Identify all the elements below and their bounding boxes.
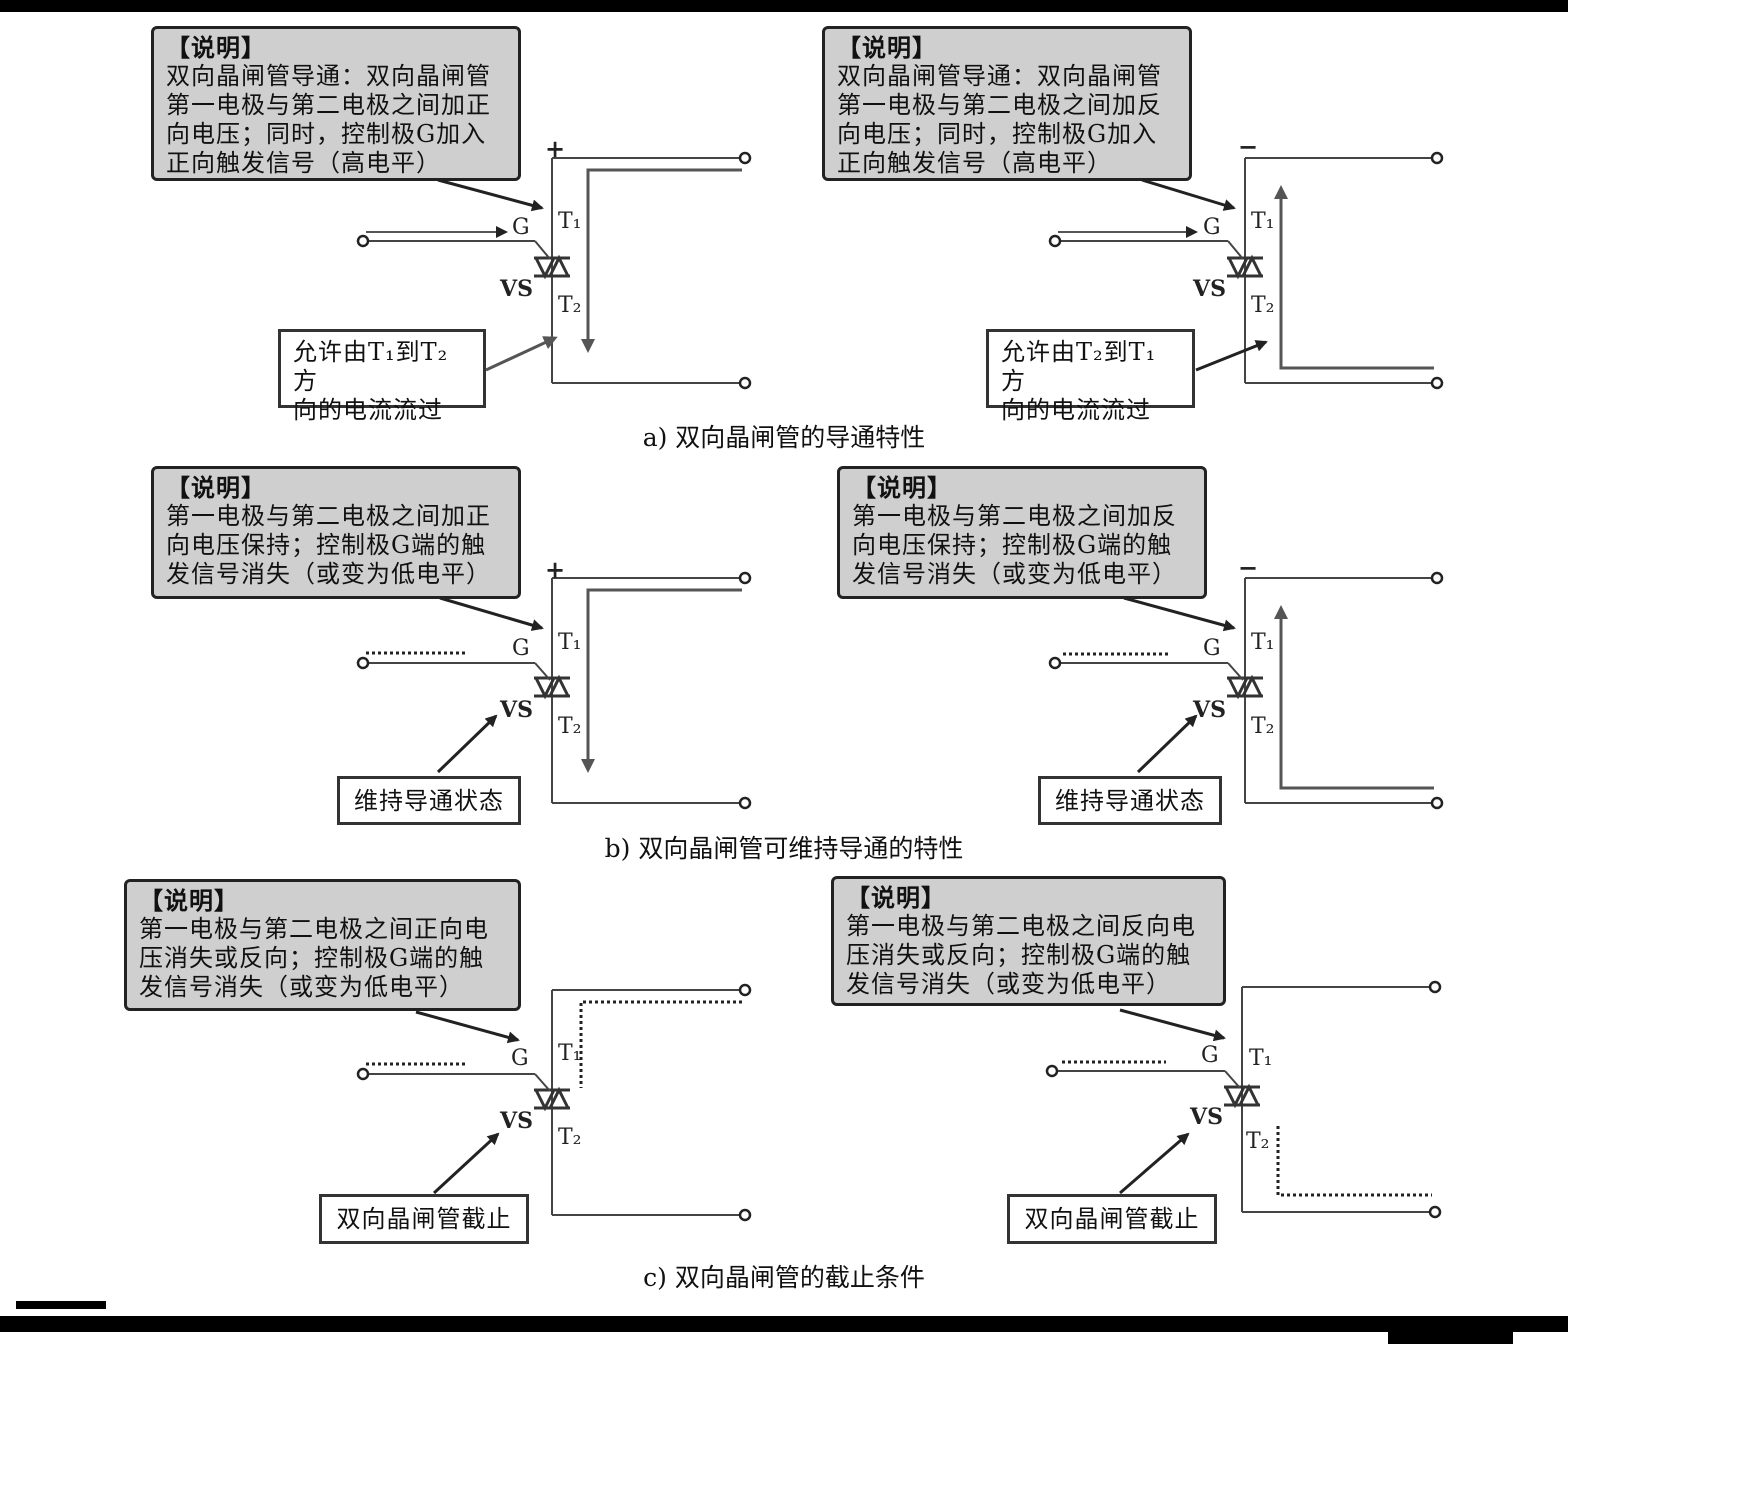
device-label: VS [1189,1104,1223,1130]
callout-line: 双向晶闸管截止 [336,1205,512,1233]
polarity-sign: + [545,555,565,584]
callout-line: 允许由T₁到T₂方 [293,338,449,395]
note-line: 发信号消失（或变为低电平） [139,973,464,1001]
callout-line: 允许由T₂到T₁方 [1001,338,1157,395]
panel-a-left-circuit: + G T₁ VS T₂ [356,134,752,390]
panel-b-right-circuit: − G T₁ VS T₂ [1048,553,1444,810]
callout-b-right: 维持导通状态 [1038,776,1222,825]
callout-a-left: 允许由T₁到T₂方 向的电流流过 [278,329,486,424]
t2-label: T₂ [1246,1129,1270,1154]
panel-b-left-circuit: + G T₁ VS T₂ [356,555,752,810]
explanation-note-c-right: 【说明】 第一电极与第二电极之间反向电 压消失或反向；控制极G端的触 发信号消失… [831,876,1226,1006]
callout-c-left: 双向晶闸管截止 [319,1194,529,1244]
callout-a-right: 允许由T₂到T₁方 向的电流流过 [986,329,1195,424]
panel-c-right-circuit: G T₁ VS T₂ [1045,980,1442,1219]
t1-label: T₁ [1251,209,1275,234]
device-label: VS [1192,697,1226,723]
t1-label: T₁ [558,1041,582,1066]
note-line: 向电压保持；控制极G端的触 [166,531,487,559]
panel-c-left-circuit: G T₁ VS T₂ [356,983,752,1222]
note-line: 第一电极与第二电极之间加反 [837,91,1162,119]
note-line: 第一电极与第二电极之间加正 [166,91,491,119]
t1-label: T₁ [1251,630,1275,655]
note-line: 向电压；同时，控制极G加入 [837,120,1158,148]
bottom-rule-right-block [1388,1332,1513,1344]
note-line: 发信号消失（或变为低电平） [846,970,1171,998]
t1-label: T₁ [558,209,582,234]
note-line: 第一电极与第二电极之间加正 [166,502,491,530]
device-label: VS [499,276,533,302]
t2-label: T₂ [1251,293,1275,318]
device-label: VS [499,1108,533,1134]
gate-label: G [1203,215,1221,240]
callout-line: 维持导通状态 [1055,787,1205,815]
note-heading: 【说明】 [852,473,952,502]
note-line: 向电压；同时，控制极G加入 [166,120,487,148]
panel-a-right-circuit: − G T₁ VS T₂ [1048,132,1444,390]
callout-line: 双向晶闸管截止 [1024,1205,1200,1233]
bottom-rule-thick [0,1316,1568,1332]
bottom-rule-short [16,1301,106,1309]
t2-label: T₂ [1251,714,1275,739]
note-line: 双向晶闸管导通：双向晶闸管 [166,62,491,90]
explanation-note-a-right: 【说明】 双向晶闸管导通：双向晶闸管 第一电极与第二电极之间加反 向电压；同时，… [822,26,1192,181]
note-line: 第一电极与第二电极之间加反 [852,502,1177,530]
caption-c: c) 双向晶闸管的截止条件 [643,1263,925,1292]
note-heading: 【说明】 [846,883,946,912]
note-line: 正向触发信号（高电平） [837,149,1112,177]
t1-label: T₁ [558,630,582,655]
note-line: 第一电极与第二电极之间正向电 [139,915,489,943]
gate-label: G [512,636,530,661]
note-line: 压消失或反向；控制极G端的触 [139,944,485,972]
device-label: VS [1192,276,1226,302]
explanation-note-c-left: 【说明】 第一电极与第二电极之间正向电 压消失或反向；控制极G端的触 发信号消失… [124,879,521,1011]
note-heading: 【说明】 [837,33,937,62]
caption-b: b) 双向晶闸管可维持导通的特性 [604,834,964,863]
polarity-sign: + [545,134,565,163]
gate-label: G [1203,636,1221,661]
note-line: 向电压保持；控制极G端的触 [852,531,1173,559]
callout-line: 向的电流流过 [293,396,443,424]
callout-b-left: 维持导通状态 [337,776,521,825]
note-line: 第一电极与第二电极之间反向电 [846,912,1196,940]
callout-c-right: 双向晶闸管截止 [1007,1194,1217,1244]
gate-label: G [1201,1043,1219,1068]
t1-label: T₁ [1249,1046,1273,1071]
t2-label: T₂ [558,293,582,318]
t2-label: T₂ [558,714,582,739]
callout-line: 向的电流流过 [1001,396,1151,424]
polarity-sign: − [1238,553,1258,582]
explanation-note-b-right: 【说明】 第一电极与第二电极之间加反 向电压保持；控制极G端的触 发信号消失（或… [837,466,1207,599]
note-line: 双向晶闸管导通：双向晶闸管 [837,62,1162,90]
triac-circuit-diagrams: + G T₁ VS T₂ − G T₁ VS T₂ [356,132,1444,1222]
note-line: 压消失或反向；控制极G端的触 [846,941,1192,969]
note-heading: 【说明】 [166,33,266,62]
t2-label: T₂ [558,1125,582,1150]
explanation-note-a-left: 【说明】 双向晶闸管导通：双向晶闸管 第一电极与第二电极之间加正 向电压；同时，… [151,26,521,181]
polarity-sign: − [1238,132,1258,161]
gate-label: G [512,215,530,240]
note-line: 发信号消失（或变为低电平） [852,560,1177,588]
gate-label: G [511,1046,529,1071]
note-line: 发信号消失（或变为低电平） [166,560,491,588]
callout-line: 维持导通状态 [354,787,504,815]
note-heading: 【说明】 [166,473,266,502]
note-line: 正向触发信号（高电平） [166,149,441,177]
top-rule [0,0,1568,12]
explanation-note-b-left: 【说明】 第一电极与第二电极之间加正 向电压保持；控制极G端的触 发信号消失（或… [151,466,521,599]
note-heading: 【说明】 [139,886,239,915]
caption-a: a) 双向晶闸管的导通特性 [642,423,926,452]
device-label: VS [499,697,533,723]
